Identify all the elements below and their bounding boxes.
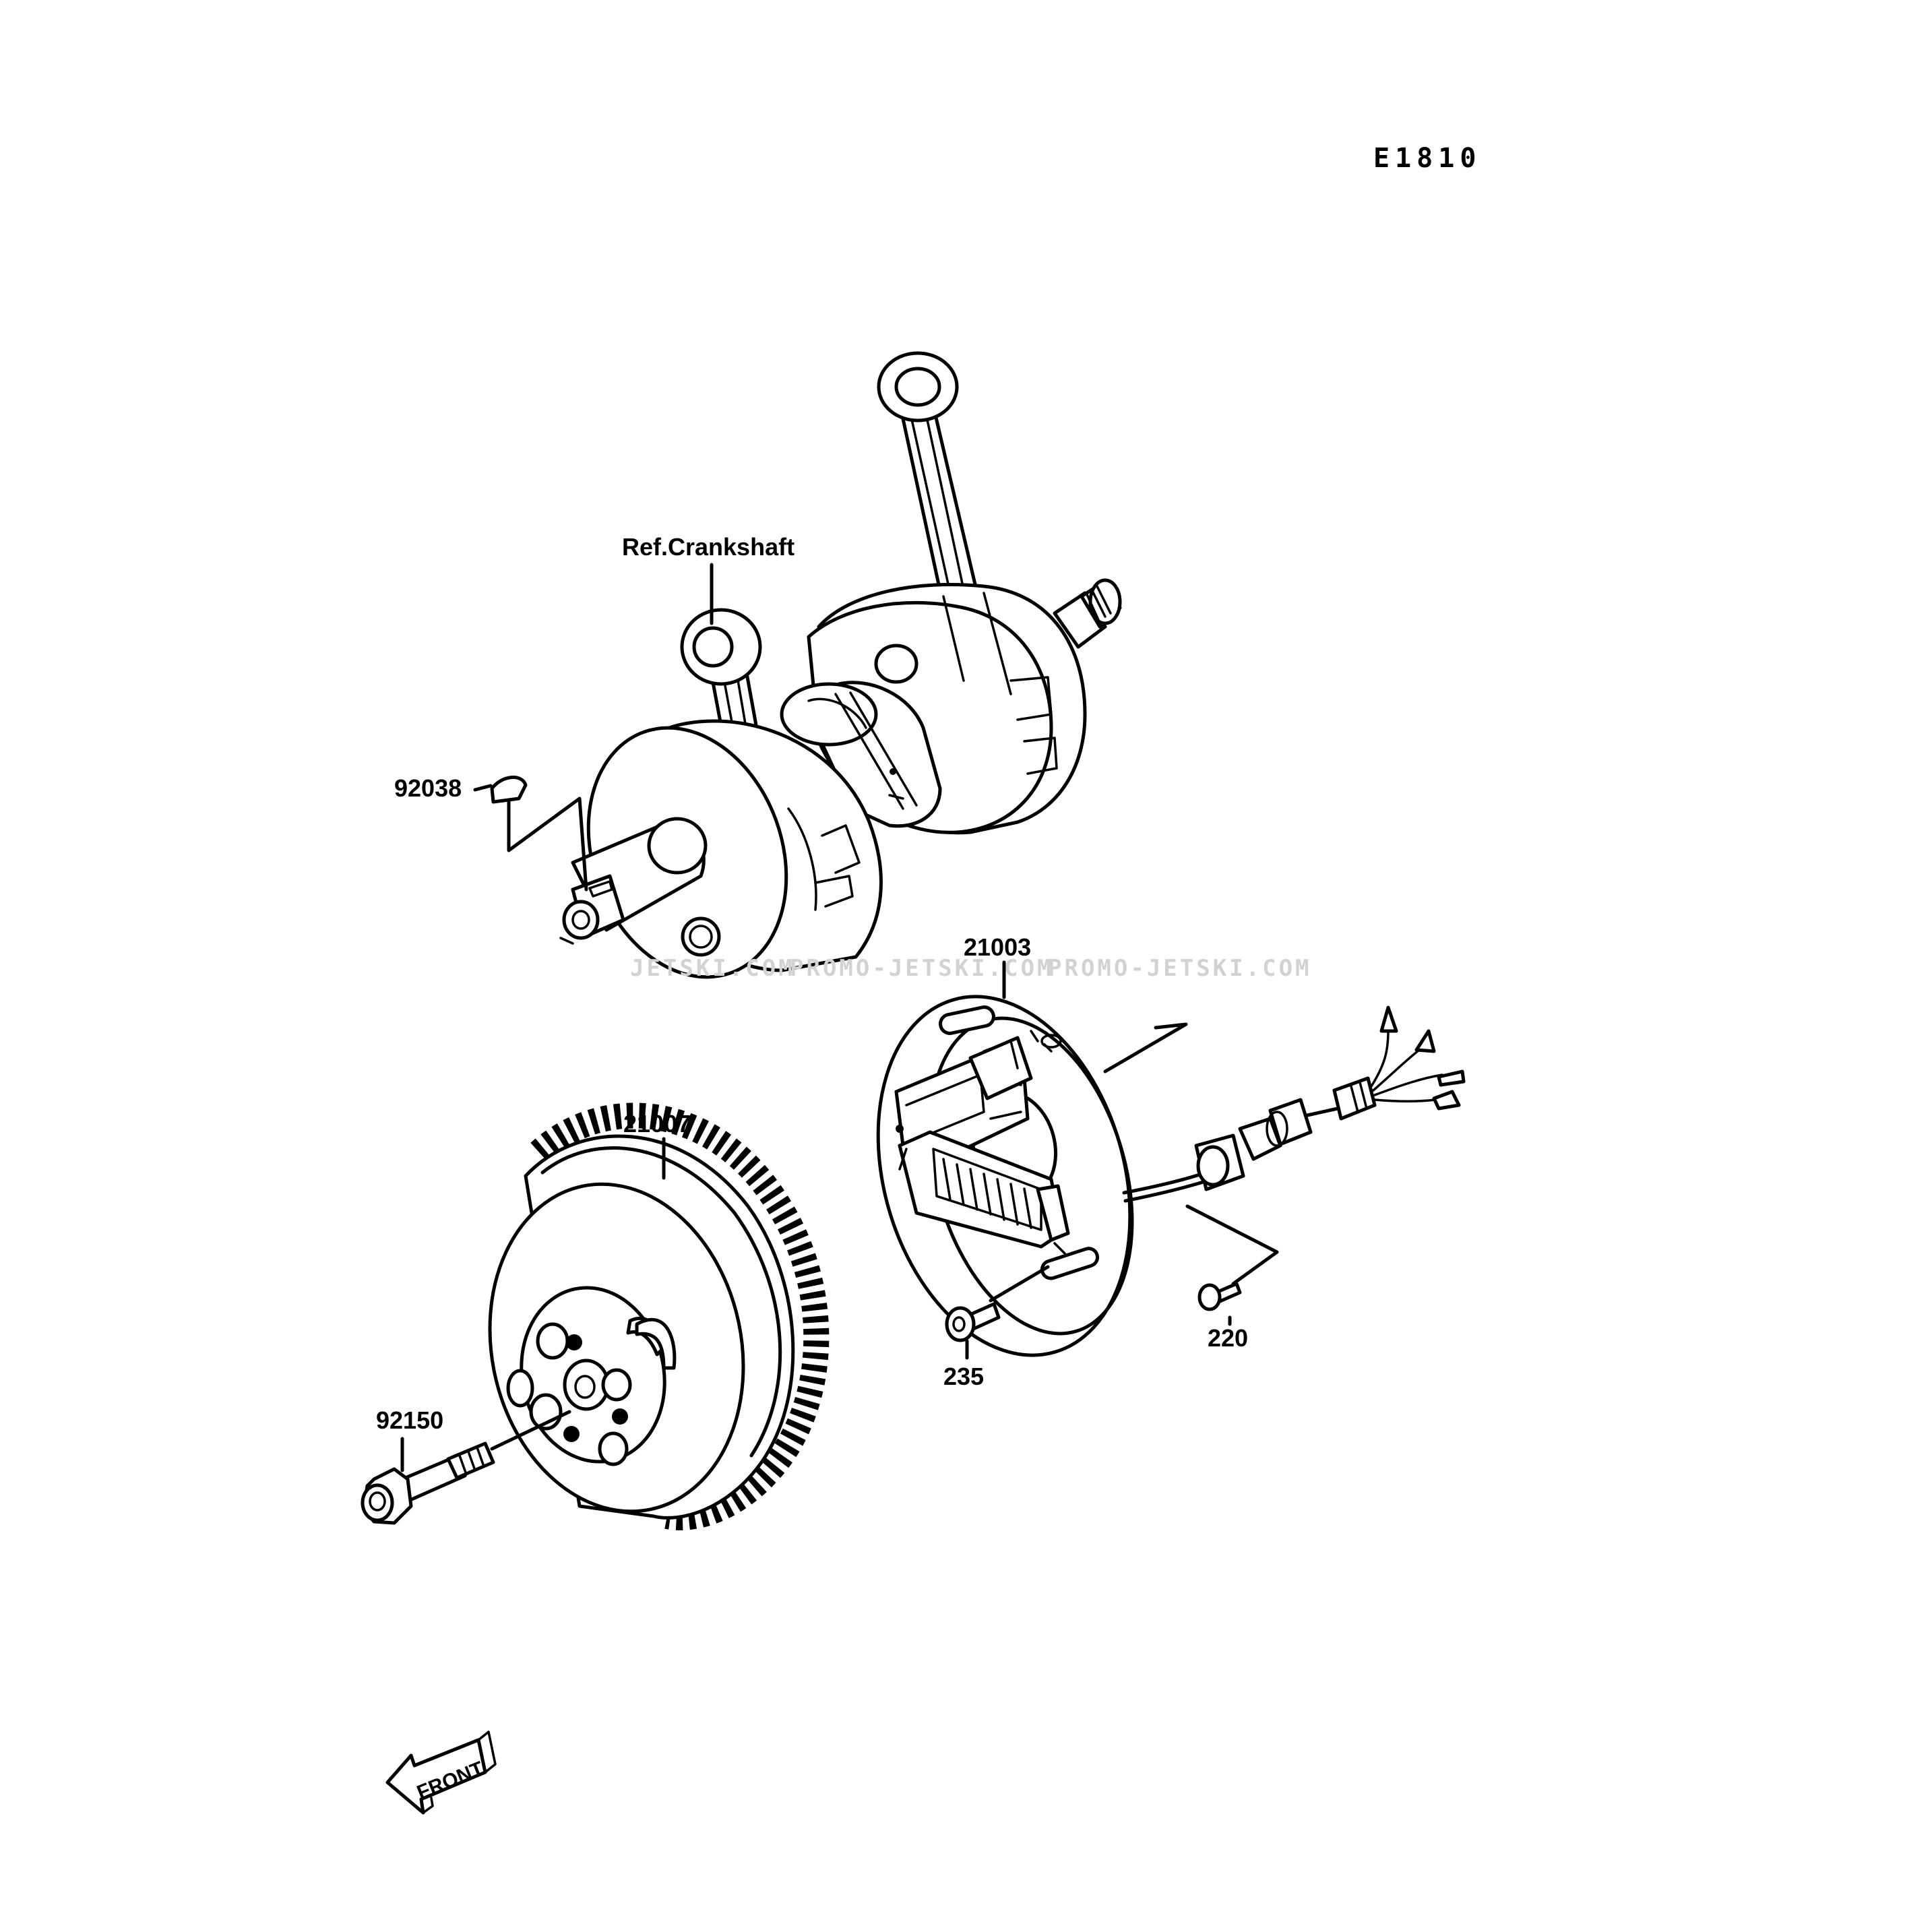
watermark-1: JETSKI.COM [630, 955, 795, 982]
front-direction-arrow: FRONT [385, 1731, 497, 1815]
threaded-shaft-end [1053, 578, 1122, 649]
woodruff-key [473, 776, 588, 892]
right-connecting-rod [877, 351, 979, 609]
part-number-screw-220: 220 [1208, 1324, 1248, 1352]
crankshaft-illustration [559, 351, 1122, 979]
watermark-3: PROMO-JETSKI.COM [1048, 955, 1312, 982]
screw-220 [1197, 1282, 1242, 1326]
stator-illustration [876, 960, 1466, 1357]
bolt-92150 [361, 1437, 495, 1525]
part-number-screw-235: 235 [943, 1363, 984, 1390]
crank-pin [780, 681, 942, 828]
left-shaft [559, 817, 708, 945]
watermarks: JETSKI.COM PROMO-JETSKI.COM PROMO-JETSKI… [630, 955, 1312, 982]
screw-235 [945, 1302, 1001, 1360]
part-number-stator: 21003 [964, 933, 1031, 961]
flywheel-illustration [488, 1102, 830, 1530]
crankshaft-reference-label: Ref.Crankshaft [622, 533, 794, 561]
watermark-2: PROMO-JETSKI.COM [790, 955, 1054, 982]
part-number-flywheel: 21007 [623, 1110, 691, 1138]
part-number-bolt: 92150 [376, 1406, 443, 1434]
diagram-code: E1810 [1373, 143, 1481, 174]
part-number-key: 92038 [394, 774, 462, 802]
